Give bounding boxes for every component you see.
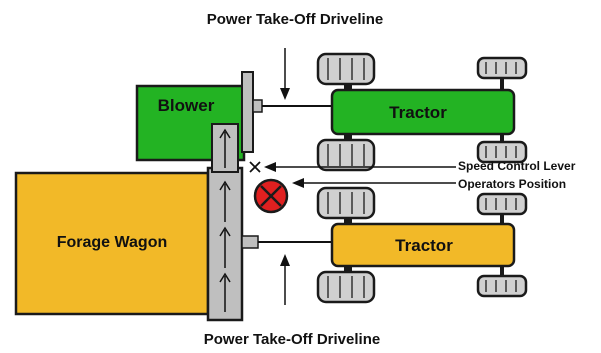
tractor-top: [316, 52, 528, 172]
speed-control-lever-label: Speed Control Lever: [458, 159, 576, 173]
x-mark-icon: [249, 161, 261, 173]
tractor-top-label: Tractor: [389, 103, 447, 122]
wagon-drive-coupler: [241, 235, 259, 249]
operators-position-label: Operators Position: [458, 177, 566, 191]
circle-x-icon: [253, 178, 289, 214]
blower-drive-coupler: [252, 99, 263, 113]
conveyor-flow-arrows: [219, 128, 231, 312]
tractor-top-rear-tire-right: [316, 138, 376, 172]
tractor-bottom-front-tire-right: [476, 274, 528, 298]
blower-label: Blower: [158, 96, 215, 115]
tractor-top-body: [330, 88, 516, 136]
tractor-bottom-label: Tractor: [395, 236, 453, 255]
blower-drive-plate: [241, 71, 254, 153]
tractor-bottom-body: [330, 222, 516, 268]
speed-control-arrow: [264, 162, 456, 172]
pto-driveline-top-label: Power Take-Off Driveline: [207, 11, 383, 28]
forage-wagon-label: Forage Wagon: [57, 234, 168, 251]
tractor-top-front-tire-left: [476, 56, 528, 80]
operators-position-arrow: [292, 178, 456, 188]
pto-driveline-bottom-label: Power Take-Off Driveline: [204, 331, 380, 348]
pto-top-arrow: [280, 48, 290, 100]
tractor-bottom-rear-tire-left: [316, 186, 376, 220]
tractor-top-rear-tire-left: [316, 52, 376, 86]
tractor-bottom: [316, 186, 528, 304]
pto-bottom-arrow: [280, 254, 290, 305]
tractor-bottom-front-tire-left: [476, 192, 528, 216]
tractor-bottom-rear-tire-right: [316, 270, 376, 304]
